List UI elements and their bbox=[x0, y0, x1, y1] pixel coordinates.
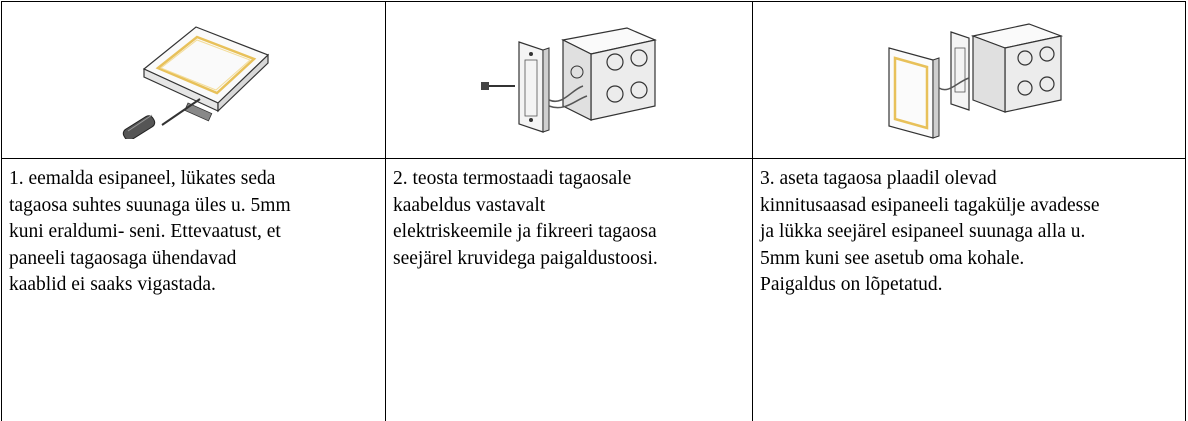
junction-box-icon bbox=[481, 27, 657, 133]
illustration-cell-3 bbox=[753, 3, 1185, 157]
table-left-border bbox=[1, 2, 2, 421]
illustration-cell-1 bbox=[2, 3, 385, 157]
step-text-cell-2: 2. teosta termostaadi tagaosale kaabeldu… bbox=[393, 166, 749, 272]
illustration-cell-2 bbox=[386, 3, 752, 157]
step-text-cell-1: 1. eemalda esipaneel, lükates seda tagao… bbox=[9, 166, 381, 299]
step-text-cell-3: 3. aseta tagaosa plaadil olevad kinnitus… bbox=[760, 166, 1184, 299]
table-col-divider-2 bbox=[752, 2, 753, 421]
table-right-border bbox=[1185, 2, 1186, 421]
table-row-divider bbox=[1, 158, 1186, 159]
thermostat-screwdriver-icon bbox=[122, 26, 269, 139]
step-2-text: 2. teosta termostaadi tagaosale kaabeldu… bbox=[393, 168, 658, 269]
panel-attach-icon bbox=[888, 23, 1064, 139]
table-top-border bbox=[1, 1, 1186, 2]
step-1-text: 1. eemalda esipaneel, lükates seda tagao… bbox=[9, 168, 291, 295]
table-col-divider-1 bbox=[385, 2, 386, 421]
step-3-text: 3. aseta tagaosa plaadil olevad kinnitus… bbox=[760, 168, 1100, 295]
